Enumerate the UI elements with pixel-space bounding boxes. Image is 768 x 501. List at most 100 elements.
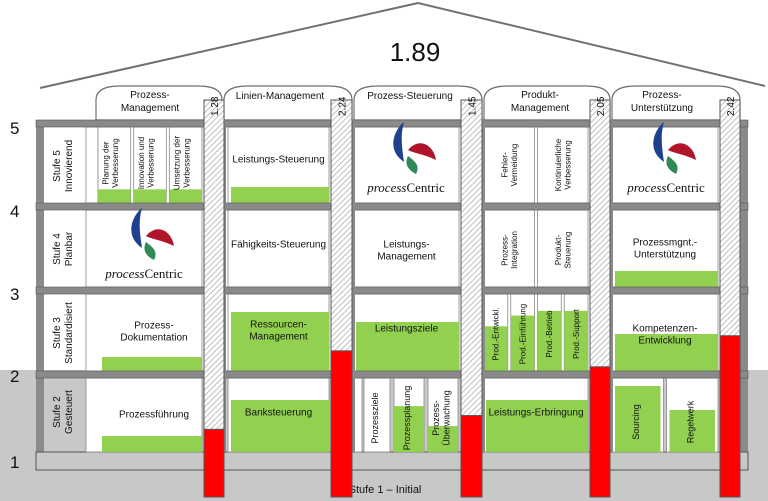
logo-processcentric-c5-mark xyxy=(653,122,696,174)
column-title-2: Linien-Management xyxy=(236,91,325,102)
column-title-3: Prozess-Steuerung xyxy=(367,91,453,102)
level-labels: Stufe 2 Gesteuert Stufe 3 Standardisiert… xyxy=(52,140,75,434)
column-title-5-line2: Unterstützung xyxy=(631,103,693,114)
column-score-1: 1.28 xyxy=(210,96,221,116)
logo-processcentric-c1-word-plain: Centric xyxy=(144,266,182,281)
logo-processcentric-c3-mark xyxy=(393,122,436,174)
c2-l2-cell: Banksteuerung xyxy=(227,377,330,453)
c4-l3-cell-2-text: Prod.-Einführung xyxy=(518,304,527,364)
c3-l5-cell xyxy=(353,126,460,204)
c3-l2-cell-2-green-fill xyxy=(394,406,424,452)
c4-l3-cell-1: Prod.-Entwickl. xyxy=(483,293,509,372)
thermometer-2: 2.24 xyxy=(330,96,353,498)
level-number-2: 2 xyxy=(10,367,19,386)
column-score-5: 2.42 xyxy=(726,96,737,116)
c1-l4-cell-box xyxy=(85,209,203,288)
logo-processcentric-c3-word-plain: Centric xyxy=(406,180,444,195)
c3-l4-cell: Leistungs-Management xyxy=(353,209,460,288)
c1-l5-cell-3-text-line2: Verbesserung xyxy=(182,138,191,187)
header-arch-1 xyxy=(95,85,223,121)
c5-l3-green-fill xyxy=(615,334,718,371)
c1-l3-cell: Prozess-Dokumentation xyxy=(85,293,203,372)
c3-l2-cell-2-text: Prozessplanung xyxy=(402,386,412,451)
c4-l4-cell-1: Prozess-Integration xyxy=(483,209,535,288)
c2-l3-cell: Ressourcen-Management xyxy=(227,293,330,372)
c3-l2-cell-1: Prozessziele xyxy=(363,377,391,453)
logo-processcentric-c5-word-italic: process xyxy=(626,180,666,195)
c5-l4-text-line2: Unterstützung xyxy=(634,250,696,261)
c3-l2-leftpad-box xyxy=(353,377,363,453)
logo-processcentric-c5-wordmark: processCentric xyxy=(626,180,705,195)
header-arch-5 xyxy=(611,85,741,121)
c4-l3-cell-2-green-fill xyxy=(510,315,535,371)
column-title-4-line1: Produkt- xyxy=(521,90,559,101)
c4-l3-cell-1-text: Prod.-Entwickl. xyxy=(492,307,501,360)
c5-l4-green-fill xyxy=(615,271,718,287)
c2-l5-green-fill xyxy=(231,187,329,203)
logo-processcentric-c5-petal-green xyxy=(666,156,678,174)
c1-l5-leftpad xyxy=(85,126,99,204)
c4-l2-cell: Leistungs-Erbringung xyxy=(483,377,589,453)
c1-l2-cell: Prozessführung xyxy=(85,377,203,453)
c2-l3-text-line2: Management xyxy=(249,332,308,343)
level-4-label-line1: Stufe 4 xyxy=(52,233,63,265)
c3-l4-text-line2: Management xyxy=(377,252,436,263)
column-title-1-line2: Management xyxy=(121,103,180,114)
level-number-4: 4 xyxy=(10,202,19,221)
logo-processcentric-c1-mark xyxy=(131,208,174,260)
c4-l5-cell-2-text-line2: Verbesserung xyxy=(563,140,572,189)
logo-processcentric-c3-word-italic: process xyxy=(366,180,406,195)
logo-processcentric-c5-petal-red xyxy=(668,143,696,160)
c4-l3-cell-4-text: Prod.-Support xyxy=(572,308,581,359)
right-wall xyxy=(740,120,748,470)
c5-l3-text-line2: Entwicklung xyxy=(638,336,691,347)
c4-l4-cell-2: Produkt-Steuerung xyxy=(537,209,589,288)
c4-l2-green-fill xyxy=(486,400,588,452)
c4-l3-cell-2: Prod.-Einführung xyxy=(510,293,535,372)
thermometer-3-level xyxy=(460,415,483,498)
c1-l5-leftpad-box xyxy=(85,126,99,204)
c2-l2-text: Banksteuerung xyxy=(245,408,312,419)
c1-l3-green-fill xyxy=(102,357,202,371)
level-number-5: 5 xyxy=(10,119,19,138)
c4-l3-cell-1-green-fill xyxy=(484,326,508,371)
c1-l4-cell xyxy=(85,209,203,288)
logo-processcentric-c3-petal-blue xyxy=(393,122,404,162)
logo-processcentric-c3-petal-green xyxy=(406,156,418,174)
c4-l5-cell-1-text-line2: Vermeidung xyxy=(510,144,519,187)
c5-l2-cell-2-green-fill xyxy=(669,410,715,452)
c5-l2-cell-1: Sourcing xyxy=(611,377,664,453)
c2-l4-cell-box xyxy=(227,209,330,288)
c4-l4-cell-2-text-line1: Produkt- xyxy=(554,235,563,266)
c3-l5-cell-box xyxy=(353,126,460,204)
c3-l2-cell-2: Prozessplanung xyxy=(393,377,425,453)
c3-l4-text-line1: Leistungs- xyxy=(383,240,429,251)
c4-l3-cell-4-green-fill xyxy=(564,310,588,371)
logo-processcentric-c1-petal-green xyxy=(144,242,156,260)
level-number-3: 3 xyxy=(10,285,19,304)
level-5-label-line2: Innovierend xyxy=(64,140,75,192)
c1-l2-text: Prozessführung xyxy=(119,410,189,421)
slab-level-2-top xyxy=(35,370,749,379)
c1-l5-cell-3-green-fill xyxy=(169,189,202,203)
c4-l5-cell-1: Fehler-Vermeidung xyxy=(483,126,535,204)
logo-processcentric-c1-word-italic: process xyxy=(104,266,144,281)
c3-l2-cell-3-text-line2: Überwachung xyxy=(442,390,452,446)
c4-l5-cell-1-text-line1: Fehler- xyxy=(500,152,509,178)
c2-l2-green-fill xyxy=(231,400,329,452)
c2-l5-cell: Leistungs-Steuerung xyxy=(227,126,330,204)
level-axis: 1 2 3 4 5 xyxy=(10,119,19,472)
c3-l2-leftpad xyxy=(353,377,363,453)
thermometer-3: 1.45 xyxy=(460,96,483,498)
roof-outline xyxy=(39,1,766,89)
thermometer-1: 1.28 xyxy=(203,96,225,498)
header-arch-3 xyxy=(353,85,483,121)
c3-l3-text: Leistungsziele xyxy=(375,324,439,335)
column-score-4: 2.05 xyxy=(596,96,607,116)
thermometer-1-level xyxy=(203,428,225,498)
logo-processcentric-c5: processCentric xyxy=(626,122,705,195)
